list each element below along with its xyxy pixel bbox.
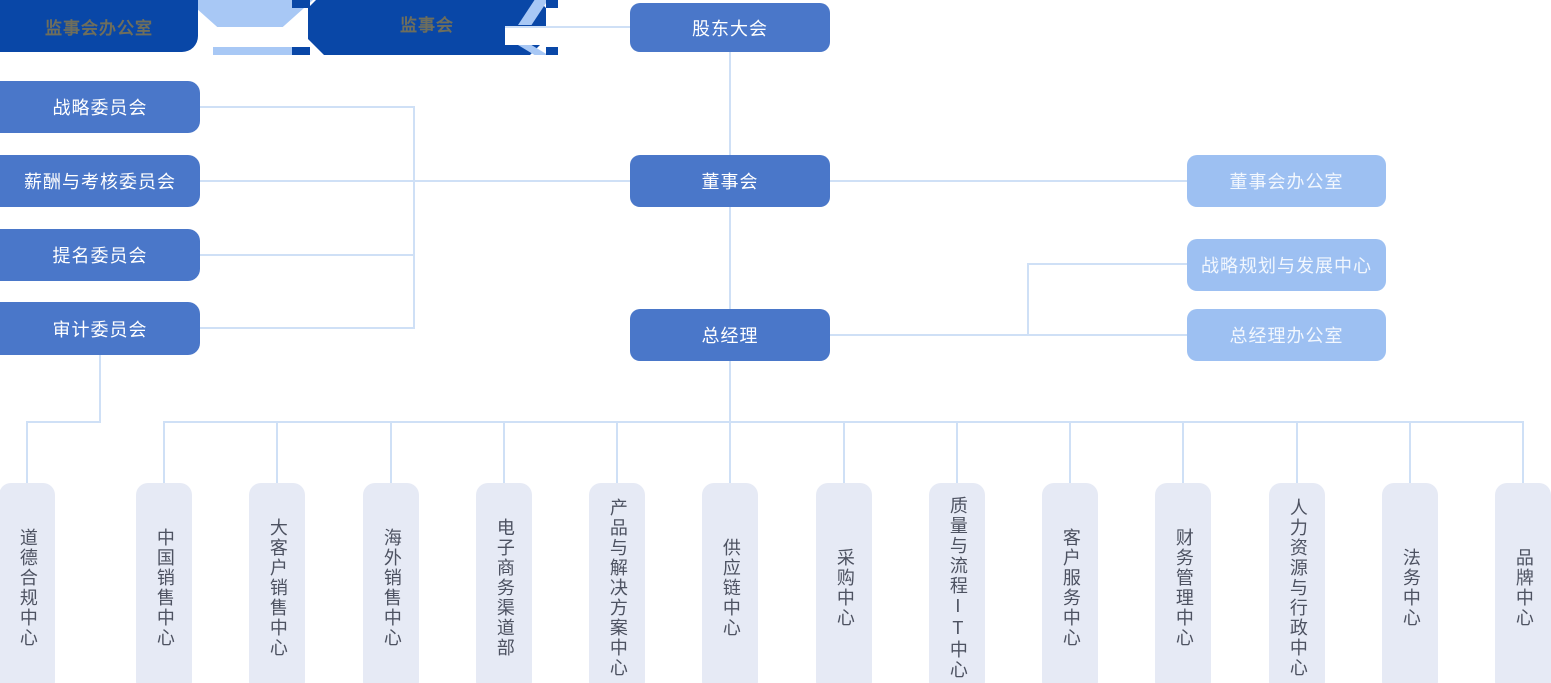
connector-line <box>616 421 618 483</box>
dept-label: 法务中心 <box>1400 548 1421 628</box>
node-committee-compensation[interactable]: 薪酬与考核委员会 <box>0 155 200 207</box>
node-shareholders-meeting[interactable]: 股东大会 <box>630 3 830 52</box>
dept-node[interactable]: 产品与解决方案中心 <box>589 483 645 683</box>
connector-line <box>26 421 28 483</box>
connector-line <box>503 421 505 483</box>
connector-line <box>1409 421 1411 483</box>
connector-line <box>1027 263 1187 265</box>
decorative-strip <box>213 47 302 55</box>
connector-line <box>199 254 415 256</box>
connector-line <box>1027 263 1029 336</box>
connector-line <box>276 421 278 483</box>
dept-node[interactable]: 采购中心 <box>816 483 872 683</box>
dept-label: 财务管理中心 <box>1173 528 1194 648</box>
dept-node[interactable]: 道德合规中心 <box>0 483 55 683</box>
connector-line <box>829 334 1187 336</box>
connector-line <box>1296 421 1298 483</box>
node-strategic-planning-center[interactable]: 战略规划与发展中心 <box>1187 239 1386 291</box>
dept-node[interactable]: 供应链中心 <box>702 483 758 683</box>
dept-label: 产品与解决方案中心 <box>607 498 628 678</box>
node-general-manager[interactable]: 总经理 <box>630 309 830 361</box>
node-committee-strategy[interactable]: 战略委员会 <box>0 81 200 133</box>
connector-line <box>1522 421 1524 483</box>
connector-line <box>163 421 165 483</box>
decorative-corner <box>292 0 310 8</box>
connector-line <box>829 180 1187 182</box>
connector-line <box>729 52 731 156</box>
connector-line <box>390 421 392 483</box>
decorative-corner <box>546 47 558 55</box>
dept-label: 道德合规中心 <box>17 528 38 648</box>
dept-node[interactable]: 财务管理中心 <box>1155 483 1211 683</box>
dept-node[interactable]: 海外销售中心 <box>363 483 419 683</box>
connector-line <box>413 106 415 329</box>
node-board-of-directors[interactable]: 董事会 <box>630 155 830 207</box>
node-committee-nomination[interactable]: 提名委员会 <box>0 229 200 281</box>
dept-node[interactable]: 法务中心 <box>1382 483 1438 683</box>
connector-line <box>199 106 415 108</box>
dept-node[interactable]: 品牌中心 <box>1495 483 1551 683</box>
connector-line <box>199 327 415 329</box>
decorative-white-band <box>505 28 630 45</box>
decorative-corner <box>546 0 558 8</box>
dept-node[interactable]: 中国销售中心 <box>136 483 192 683</box>
node-board-office[interactable]: 董事会办公室 <box>1187 155 1386 207</box>
node-supervisory-board-office[interactable]: 监事会办公室 <box>0 0 198 52</box>
node-gm-office[interactable]: 总经理办公室 <box>1187 309 1386 361</box>
dept-node[interactable]: 大客户销售中心 <box>249 483 305 683</box>
dept-node[interactable]: 客户服务中心 <box>1042 483 1098 683</box>
dept-label: 品牌中心 <box>1513 548 1534 628</box>
connector-line <box>1069 421 1071 483</box>
connector-line <box>27 421 101 423</box>
dept-label: 中国销售中心 <box>154 528 175 648</box>
dept-node[interactable]: 电子商务渠道部 <box>476 483 532 683</box>
dept-label: 采购中心 <box>834 548 855 628</box>
dept-label: 供应链中心 <box>720 538 741 638</box>
decorative-chevron <box>518 45 548 55</box>
connector-line <box>505 26 630 28</box>
connector-line <box>99 354 101 422</box>
connector-line <box>1182 421 1184 483</box>
dept-label: 人力资源与行政中心 <box>1287 498 1308 678</box>
dept-label: 客户服务中心 <box>1060 528 1081 648</box>
connector-line <box>729 360 731 483</box>
dept-label: 海外销售中心 <box>381 528 402 648</box>
node-committee-audit[interactable]: 审计委员会 <box>0 302 200 355</box>
dept-node[interactable]: 人力资源与行政中心 <box>1269 483 1325 683</box>
decorative-corner <box>292 47 310 55</box>
dept-node[interactable]: 质量与流程IT中心 <box>929 483 985 683</box>
connector-line <box>729 206 731 310</box>
connector-line <box>843 421 845 483</box>
dept-label: 电子商务渠道部 <box>494 518 515 658</box>
connector-line <box>956 421 958 483</box>
dept-label: 质量与流程IT中心 <box>947 496 968 680</box>
dept-label: 大客户销售中心 <box>267 518 288 658</box>
